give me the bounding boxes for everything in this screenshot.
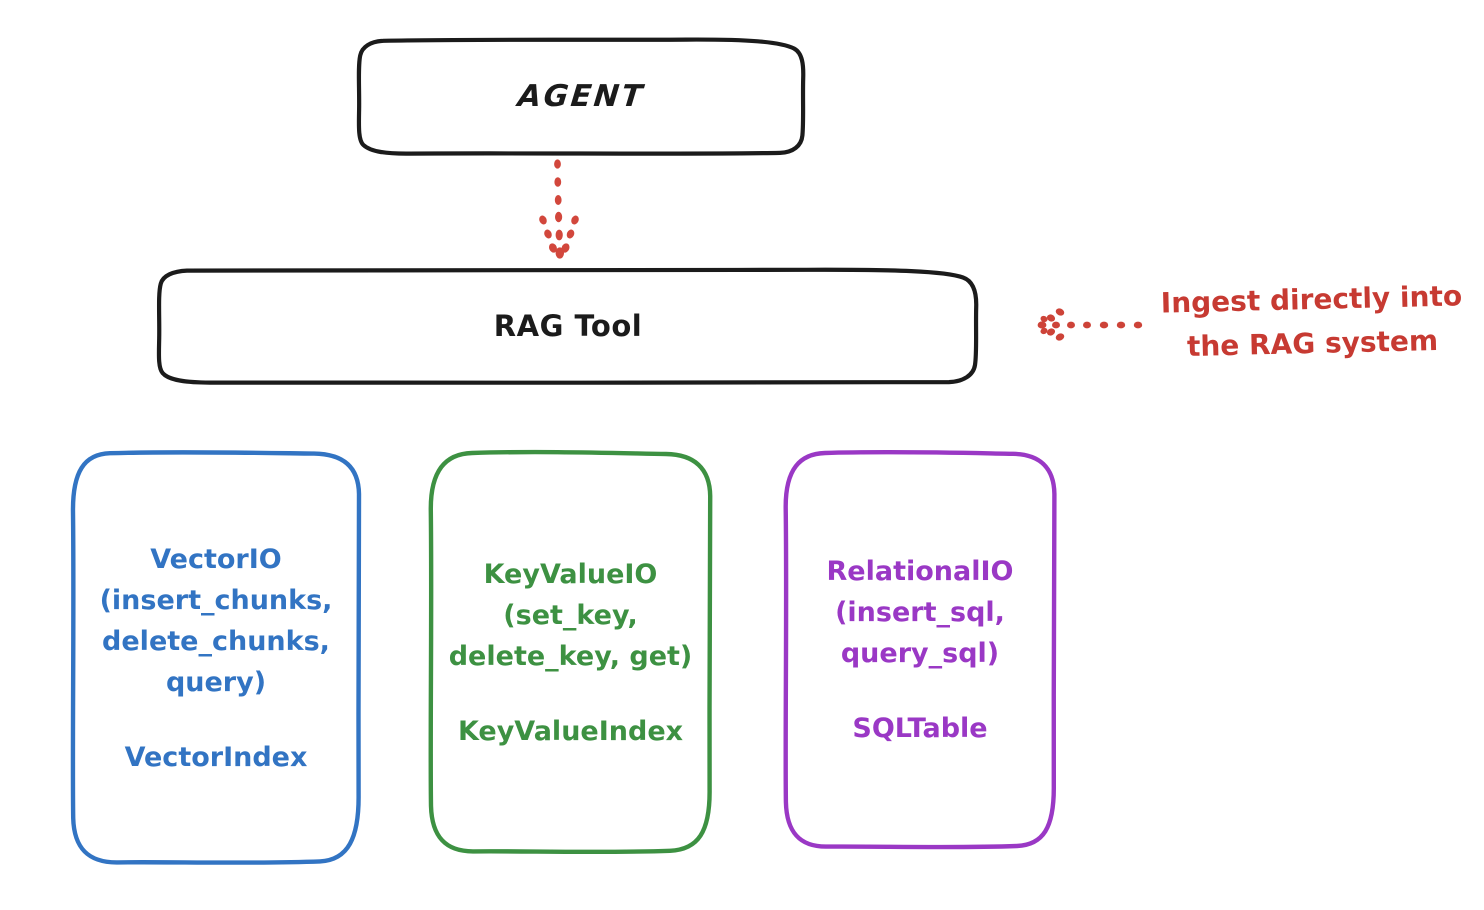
dotted-arrow-left xyxy=(1037,308,1143,341)
node-vector-io[interactable]: VectorIO (insert_chunks, delete_chunks, … xyxy=(70,450,362,866)
vector-io-line-3: delete_chunks, xyxy=(102,625,330,657)
connector-agent-to-rag-tool xyxy=(539,159,579,259)
relational-io-label-wrap: RelationalIO (insert_sql, query_sql) SQL… xyxy=(783,450,1057,850)
key-value-index-label: KeyValueIndex xyxy=(457,715,684,747)
node-relational-io[interactable]: RelationalIO (insert_sql, query_sql) SQL… xyxy=(783,449,1057,850)
agent-label-wrap: AGENT xyxy=(357,38,805,155)
relational-io-line-1: RelationalIO xyxy=(826,556,1014,587)
key-value-io-line-1: KeyValueIO xyxy=(483,558,658,590)
rag-tool-label-wrap: RAG Tool xyxy=(157,268,979,384)
sql-table-label: SQLTable xyxy=(852,713,988,744)
node-key-value-io[interactable]: KeyValueIO (set_key, delete_key, get) Ke… xyxy=(428,449,713,855)
vector-io-label-wrap: VectorIO (insert_chunks, delete_chunks, … xyxy=(70,450,362,866)
dotted-arrow-down xyxy=(539,159,579,259)
key-value-io-line-2: (set_key, xyxy=(503,599,638,631)
vector-io-line-4: query) xyxy=(165,666,267,698)
annotation-ingest: Ingest directly into the RAG system xyxy=(1025,278,1475,370)
vector-io-line-1: VectorIO xyxy=(150,543,282,575)
annotation-ingest-line2: the RAG system xyxy=(1186,323,1439,364)
node-agent[interactable]: AGENT xyxy=(356,37,806,156)
key-value-io-line-3: delete_key, get) xyxy=(448,640,693,672)
annotation-ingest-text: Ingest directly into the RAG system xyxy=(1146,274,1478,370)
rag-tool-title: RAG Tool xyxy=(493,309,643,343)
relational-io-line-3: query_sql) xyxy=(840,638,1000,669)
agent-title: AGENT xyxy=(515,79,647,114)
vector-index-label: VectorIndex xyxy=(124,741,308,773)
node-rag-tool[interactable]: RAG Tool xyxy=(156,267,979,385)
key-value-io-label-wrap: KeyValueIO (set_key, delete_key, get) Ke… xyxy=(428,450,713,855)
relational-io-line-2: (insert_sql, xyxy=(835,597,1005,628)
vector-io-line-2: (insert_chunks, xyxy=(99,584,333,616)
